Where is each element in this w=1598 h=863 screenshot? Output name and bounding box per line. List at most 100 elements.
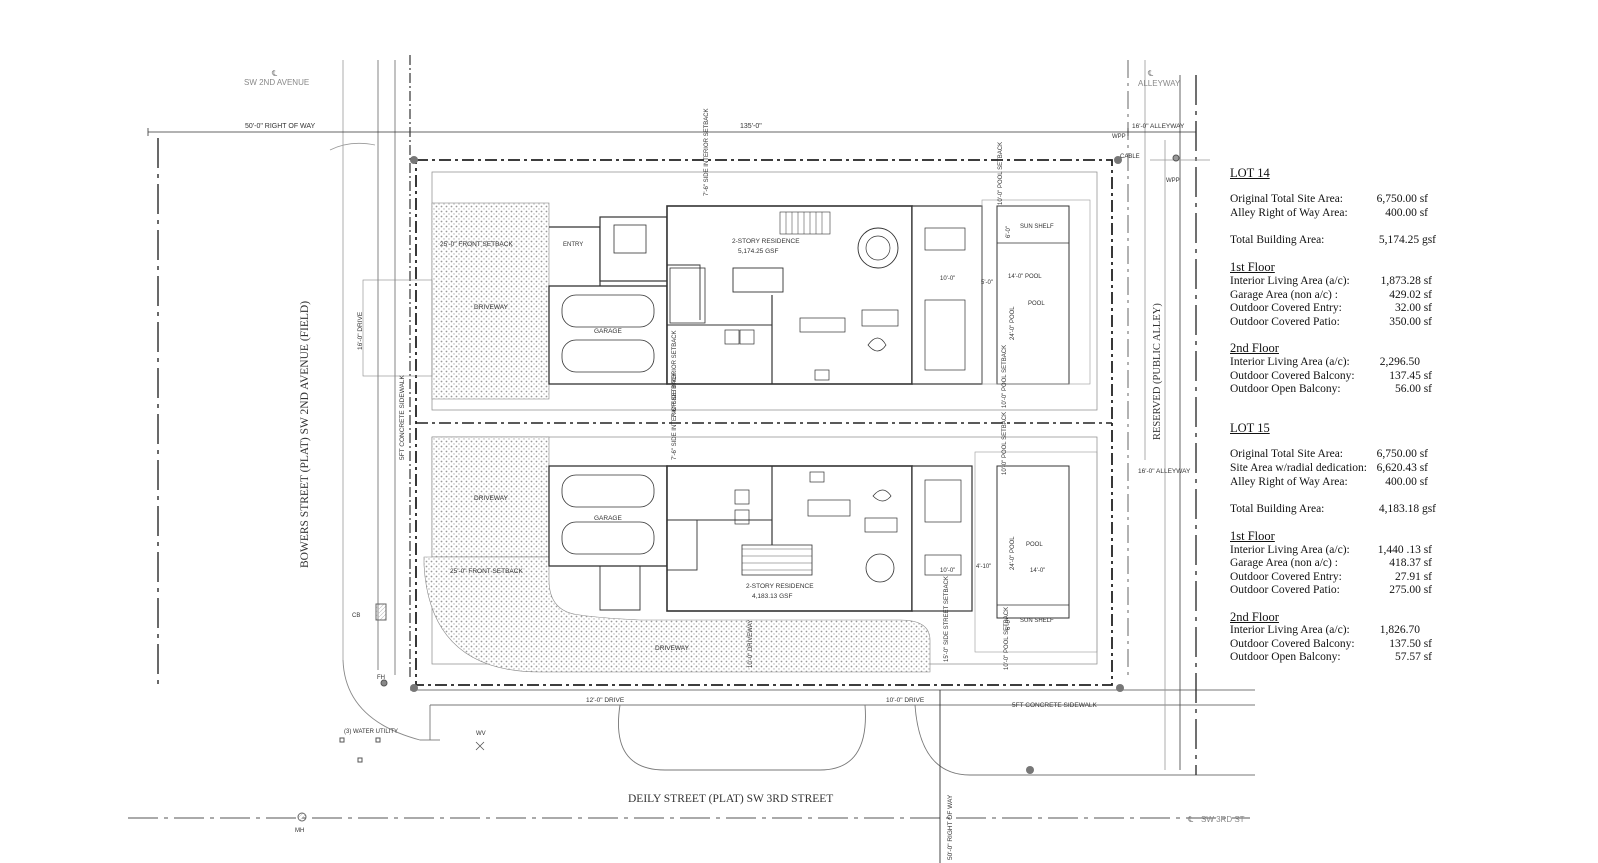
alley-width-mid-label: 16'-0" ALLEYWAY: [1138, 468, 1191, 475]
gsf-15-label: 4,183.13 GSF: [752, 593, 792, 600]
side-setback-14-label: 7'-6" SIDE INTERIOR SETBACK: [704, 108, 710, 196]
sidewalk-west-label: 5FT CONCRETE SIDEWALK: [399, 374, 406, 460]
lot15-f1-3-value: 275.00 sf: [1389, 584, 1432, 596]
front-setback-15-label: 25'-0" FRONT SETBACK: [450, 568, 523, 575]
lot-15-plan: [423, 436, 1098, 673]
lot14-f2-1-label: Outdoor Covered Balcony:: [1230, 370, 1355, 382]
lot15-f2-0-label: Interior Living Area (a/c):: [1230, 624, 1350, 636]
pool-setback-bot-label: 10'-0" POOL SETBACK: [1004, 607, 1010, 670]
side-setback-mid-label: 7'-6" SIDE INTERIOR SETBACK: [672, 330, 678, 418]
gap-10b-label: 10'-0": [940, 568, 955, 574]
lot15-f1-0-label: Interior Living Area (a/c):: [1230, 544, 1350, 556]
side-setback-15-label: 15'-0" SIDE STREET SETBACK: [944, 576, 950, 662]
lot14-f2-1-value: 137.45 sf: [1389, 370, 1432, 382]
pool-setback-mid-label: 10'-0" POOL SETBACK: [1002, 345, 1008, 408]
lot14-row-a1-value: 400.00 sf: [1385, 207, 1428, 219]
lot14-f2-0-label: Interior Living Area (a/c):: [1230, 356, 1350, 368]
lot15-f2-0-value: 1,826.70: [1379, 624, 1420, 636]
lot15-row-a1-label: Site Area w/radial dedication:: [1230, 462, 1367, 474]
streets-layer: [128, 55, 1255, 863]
residence-15-label: 2-STORY RESIDENCE: [746, 583, 814, 590]
lot14-f1-1-value: 429.02 sf: [1389, 289, 1432, 301]
mh-label: MH: [295, 828, 304, 834]
residence-14-label: 2-STORY RESIDENCE: [732, 238, 800, 245]
alley-width-top-label: 16'-0" ALLEYWAY: [1132, 123, 1185, 130]
pool-14-width-label: 14'-0" POOL: [1008, 274, 1042, 280]
lot15-total-value: 4,183.18 gsf: [1378, 503, 1436, 515]
cl-symbol-alley: ℄: [1147, 69, 1154, 78]
lot15-f2-2-value: 57.57 sf: [1394, 651, 1432, 663]
sun-shelf-6a-label: 6'-0": [1006, 226, 1012, 238]
lot-15-title: LOT 15: [1230, 421, 1270, 435]
sw2nd-centerline-label: SW 2ND AVENUE: [244, 78, 309, 87]
lot14-f2-2-value: 56.00 sf: [1394, 383, 1432, 395]
driveway-14-label: DRIVEWAY: [474, 304, 509, 311]
driveway-14-paving: [431, 202, 550, 400]
fh-label: FH: [377, 675, 385, 681]
entry-14-label: ENTRY: [563, 242, 583, 248]
top-dimension-line: [147, 128, 1197, 136]
drive-west-label: 16'-0" DRIVE: [357, 311, 364, 350]
lot14-f2-0-value: 2,296.50: [1379, 356, 1420, 368]
pool-15-height-label: 24'-0" POOL: [1010, 536, 1016, 570]
lot15-row-a2-label: Alley Right of Way Area:: [1230, 476, 1348, 488]
wv-label: WV: [476, 731, 486, 737]
wpp-label-2: WPP: [1166, 178, 1180, 184]
lot-14-plan: [362, 199, 1091, 400]
garage-15-label: GARAGE: [594, 515, 622, 522]
sw3rd-centerline-label: SW 3RD ST: [1201, 815, 1245, 824]
pool-setback-top-label: 10'-0" POOL SETBACK: [998, 142, 1004, 205]
lot14-floor1-title: 1st Floor: [1230, 260, 1275, 274]
lot15-row-a1-value: 6,620.43 sf: [1376, 462, 1428, 474]
gap-4-label: 4'-10": [976, 564, 991, 570]
lot14-f1-3-value: 350.00 sf: [1389, 316, 1432, 328]
lot15-row-a0-value: 6,750.00 sf: [1376, 448, 1428, 460]
water-utility-label: (3) WATER UTILITY: [344, 729, 398, 735]
lot15-f1-1-label: Garage Area (non a/c) :: [1230, 557, 1338, 569]
pool-14-label: POOL: [1028, 301, 1045, 307]
lot15-floor1-title: 1st Floor: [1230, 529, 1275, 543]
lot14-row-a0-value: 6,750.00 sf: [1376, 193, 1428, 205]
lot14-f1-2-label: Outdoor Covered Entry:: [1230, 302, 1342, 314]
sidewalk-south-label: 5FT CONCRETE SIDEWALK: [1012, 702, 1098, 709]
cl-symbol-west: ℄: [271, 69, 278, 78]
row-west-label: 50'-0" RIGHT OF WAY: [245, 123, 316, 130]
lot15-f2-2-label: Outdoor Open Balcony:: [1230, 651, 1341, 663]
pool-14-height-label: 24'-0" POOL: [1010, 306, 1016, 340]
gap-10a-label: 10'-0": [940, 276, 955, 282]
lot15-total-label: Total Building Area:: [1230, 503, 1325, 515]
side-setback-15b-label: 7'-6" SIDE INTERIOR SETBACK: [672, 372, 678, 460]
cl-symbol-south: ℄: [1187, 815, 1194, 824]
driveway-15b-label: DRIVEWAY: [655, 645, 690, 652]
lot15-f2-1-label: Outdoor Covered Balcony:: [1230, 638, 1355, 650]
lot-14-title: LOT 14: [1230, 166, 1270, 180]
gsf-14-label: 5,174.25 GSF: [738, 248, 778, 255]
front-setback-14-label: 25'-0" FRONT SETBACK: [440, 241, 513, 248]
lot15-floor2-title: 2nd Floor: [1230, 610, 1279, 624]
reserved-alley-label: RESERVED (PUBLIC ALLEY): [1152, 303, 1163, 440]
pool-15-width-label: 14'-0": [1030, 568, 1045, 574]
sun-shelf-15-label: SUN SHELF: [1020, 618, 1054, 624]
driveway-15a-label: DRIVEWAY: [474, 495, 509, 502]
lot14-row-a0-label: Original Total Site Area:: [1230, 193, 1344, 205]
utility-symbols: [297, 154, 1180, 822]
drive-10-label: 10'-0" DRIVE: [886, 697, 925, 704]
lot15-f2-1-value: 137.50 sf: [1389, 638, 1432, 650]
lot14-floor2-title: 2nd Floor: [1230, 341, 1279, 355]
lot15-f1-3-label: Outdoor Covered Patio:: [1230, 584, 1340, 596]
lot14-f1-1-label: Garage Area (non a/c) :: [1230, 289, 1338, 301]
lot-width-label: 135'-0": [740, 123, 762, 130]
wpp-label-1: WPP: [1112, 134, 1126, 140]
lot15-f1-2-label: Outdoor Covered Entry:: [1230, 571, 1342, 583]
sun-shelf-14-label: SUN SHELF: [1020, 224, 1054, 230]
lot15-row-a2-value: 400.00 sf: [1385, 476, 1428, 488]
lot15-f1-1-value: 418.37 sf: [1389, 557, 1432, 569]
south-street-label: DEILY STREET (PLAT) SW 3RD STREET: [628, 793, 833, 805]
lot14-f1-0-label: Interior Living Area (a/c):: [1230, 275, 1350, 287]
drive-12-label: 12'-0" DRIVE: [586, 697, 625, 704]
lot15-row-a0-label: Original Total Site Area:: [1230, 448, 1344, 460]
lot15-f1-0-value: 1,440 .13 sf: [1377, 544, 1432, 556]
lot14-f1-3-label: Outdoor Covered Patio:: [1230, 316, 1340, 328]
pool-15-label: POOL: [1026, 542, 1043, 548]
